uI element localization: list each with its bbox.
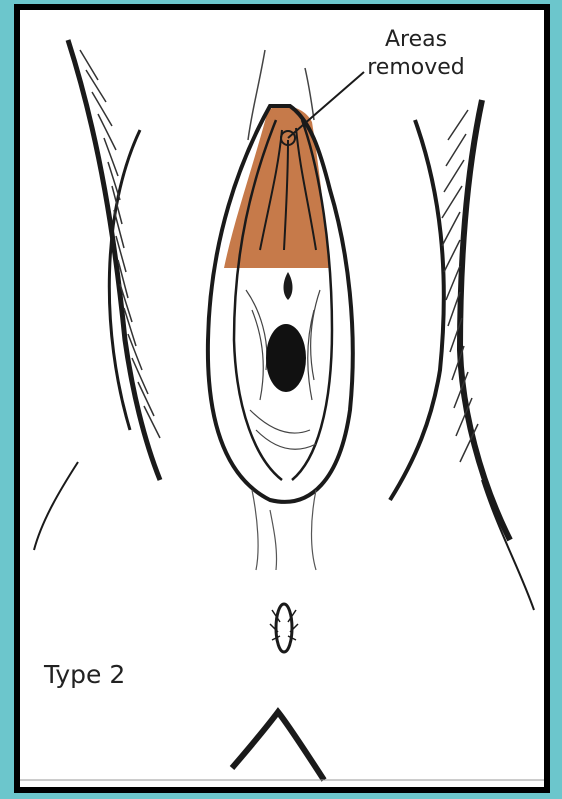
illustration-frame: Areas removed Type 2	[14, 4, 550, 793]
right-leg-crease	[482, 480, 534, 610]
right-thigh-inner	[390, 120, 444, 500]
mons-line-left	[248, 50, 265, 140]
buttock-cleft	[232, 712, 324, 780]
mons-line-right	[305, 68, 314, 120]
left-thigh-inner	[109, 130, 140, 430]
left-thigh-hatching	[80, 50, 160, 438]
annotation-line1: Areas	[356, 26, 476, 54]
anus-mark	[276, 604, 292, 652]
left-leg-crease	[34, 462, 78, 550]
annotation-leader-line	[288, 72, 364, 138]
vaginal-opening	[266, 324, 306, 392]
urethral-opening	[284, 272, 293, 300]
anus-hatching	[270, 610, 298, 640]
annotation-label: Areas removed	[356, 26, 476, 82]
type-label: Type 2	[44, 660, 125, 689]
right-thigh-outline	[460, 100, 510, 540]
left-thigh-outline	[68, 40, 160, 480]
annotation-line2: removed	[356, 54, 476, 82]
